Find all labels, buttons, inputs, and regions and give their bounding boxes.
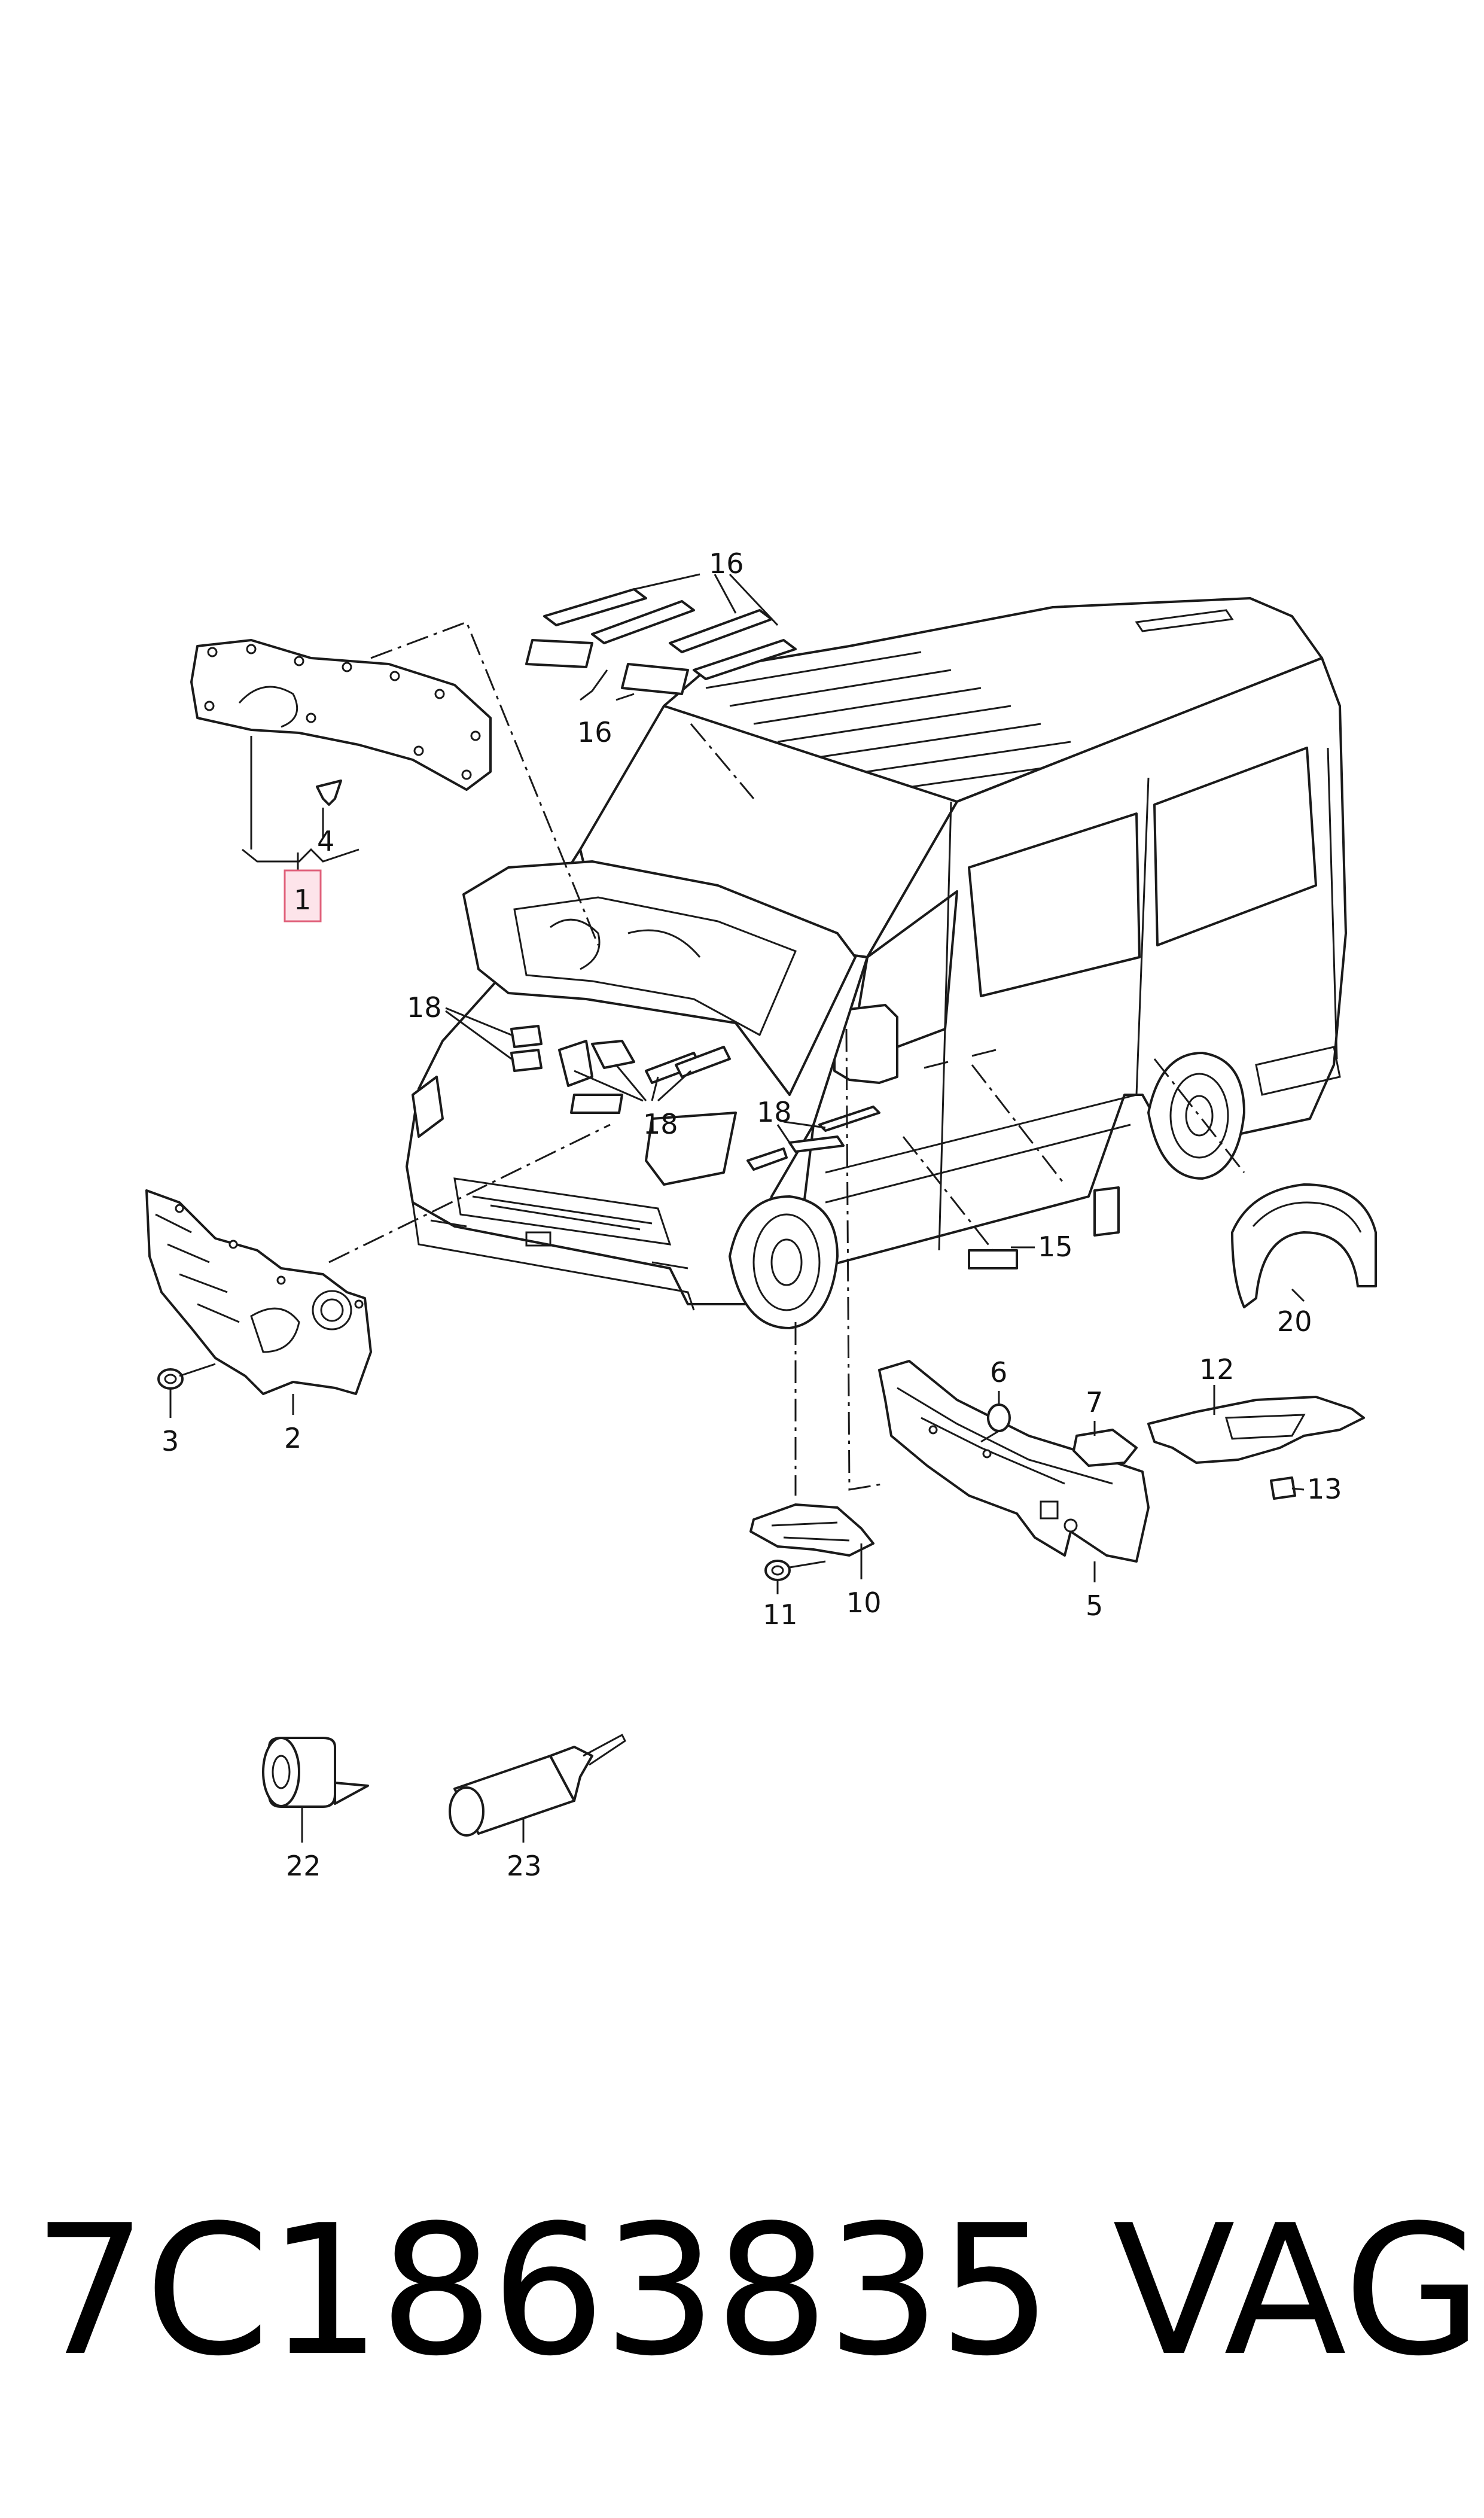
- underbody-panel-part: [1147, 1396, 1365, 1464]
- dashed-connectors: [328, 621, 1245, 1496]
- cross-member-part: [878, 1360, 1150, 1563]
- callout-23: 23: [507, 1850, 542, 1882]
- callout-labels: 1 4 16 16 18 18 18 15 20 2 3 6 7 12 13 1…: [161, 547, 1342, 1882]
- nut-part-small: [764, 1560, 791, 1581]
- callout-10: 10: [846, 1587, 882, 1619]
- wheel-arch-panel-part: [749, 1503, 874, 1557]
- highlight-box: [284, 869, 322, 922]
- nut-part: [157, 1368, 184, 1390]
- callout-22: 22: [286, 1850, 321, 1882]
- callout-6: 6: [990, 1356, 1007, 1389]
- part-number: 7C1863835: [33, 2187, 1052, 2395]
- callout-16-top: 16: [709, 547, 744, 580]
- callout-11: 11: [763, 1599, 798, 1631]
- callout-13: 13: [1307, 1473, 1342, 1505]
- callout-12: 12: [1199, 1353, 1235, 1386]
- clip-part-small: [1270, 1476, 1296, 1500]
- callout-15: 15: [1038, 1231, 1073, 1263]
- sealant-cartridge-part: [449, 1733, 626, 1837]
- bracket-part: [1072, 1429, 1138, 1467]
- callout-18-left: 18: [407, 991, 442, 1024]
- brand-label: VAG: [1113, 2187, 1483, 2395]
- callout-1: 1: [294, 884, 311, 916]
- hood-insulation-part: [190, 639, 492, 791]
- tape-roll-part: [262, 1737, 369, 1808]
- callout-2: 2: [284, 1422, 301, 1454]
- wheel-arch-liner-part: [1231, 1183, 1377, 1308]
- callout-18-center: 18: [643, 1108, 678, 1140]
- callout-18-right: 18: [757, 1096, 792, 1128]
- leader-lines: [169, 573, 1305, 1843]
- callout-7: 7: [1086, 1386, 1103, 1418]
- callout-16-bottom: 16: [577, 716, 613, 748]
- callout-3: 3: [161, 1425, 179, 1457]
- insulation-pads: [510, 588, 1120, 1269]
- callout-5: 5: [1086, 1590, 1103, 1622]
- callout-4: 4: [317, 825, 334, 857]
- bulkhead-insulation-part: [145, 1189, 372, 1395]
- clip-part: [316, 780, 342, 806]
- van-illustration: [406, 597, 1347, 1329]
- callout-20: 20: [1277, 1305, 1312, 1338]
